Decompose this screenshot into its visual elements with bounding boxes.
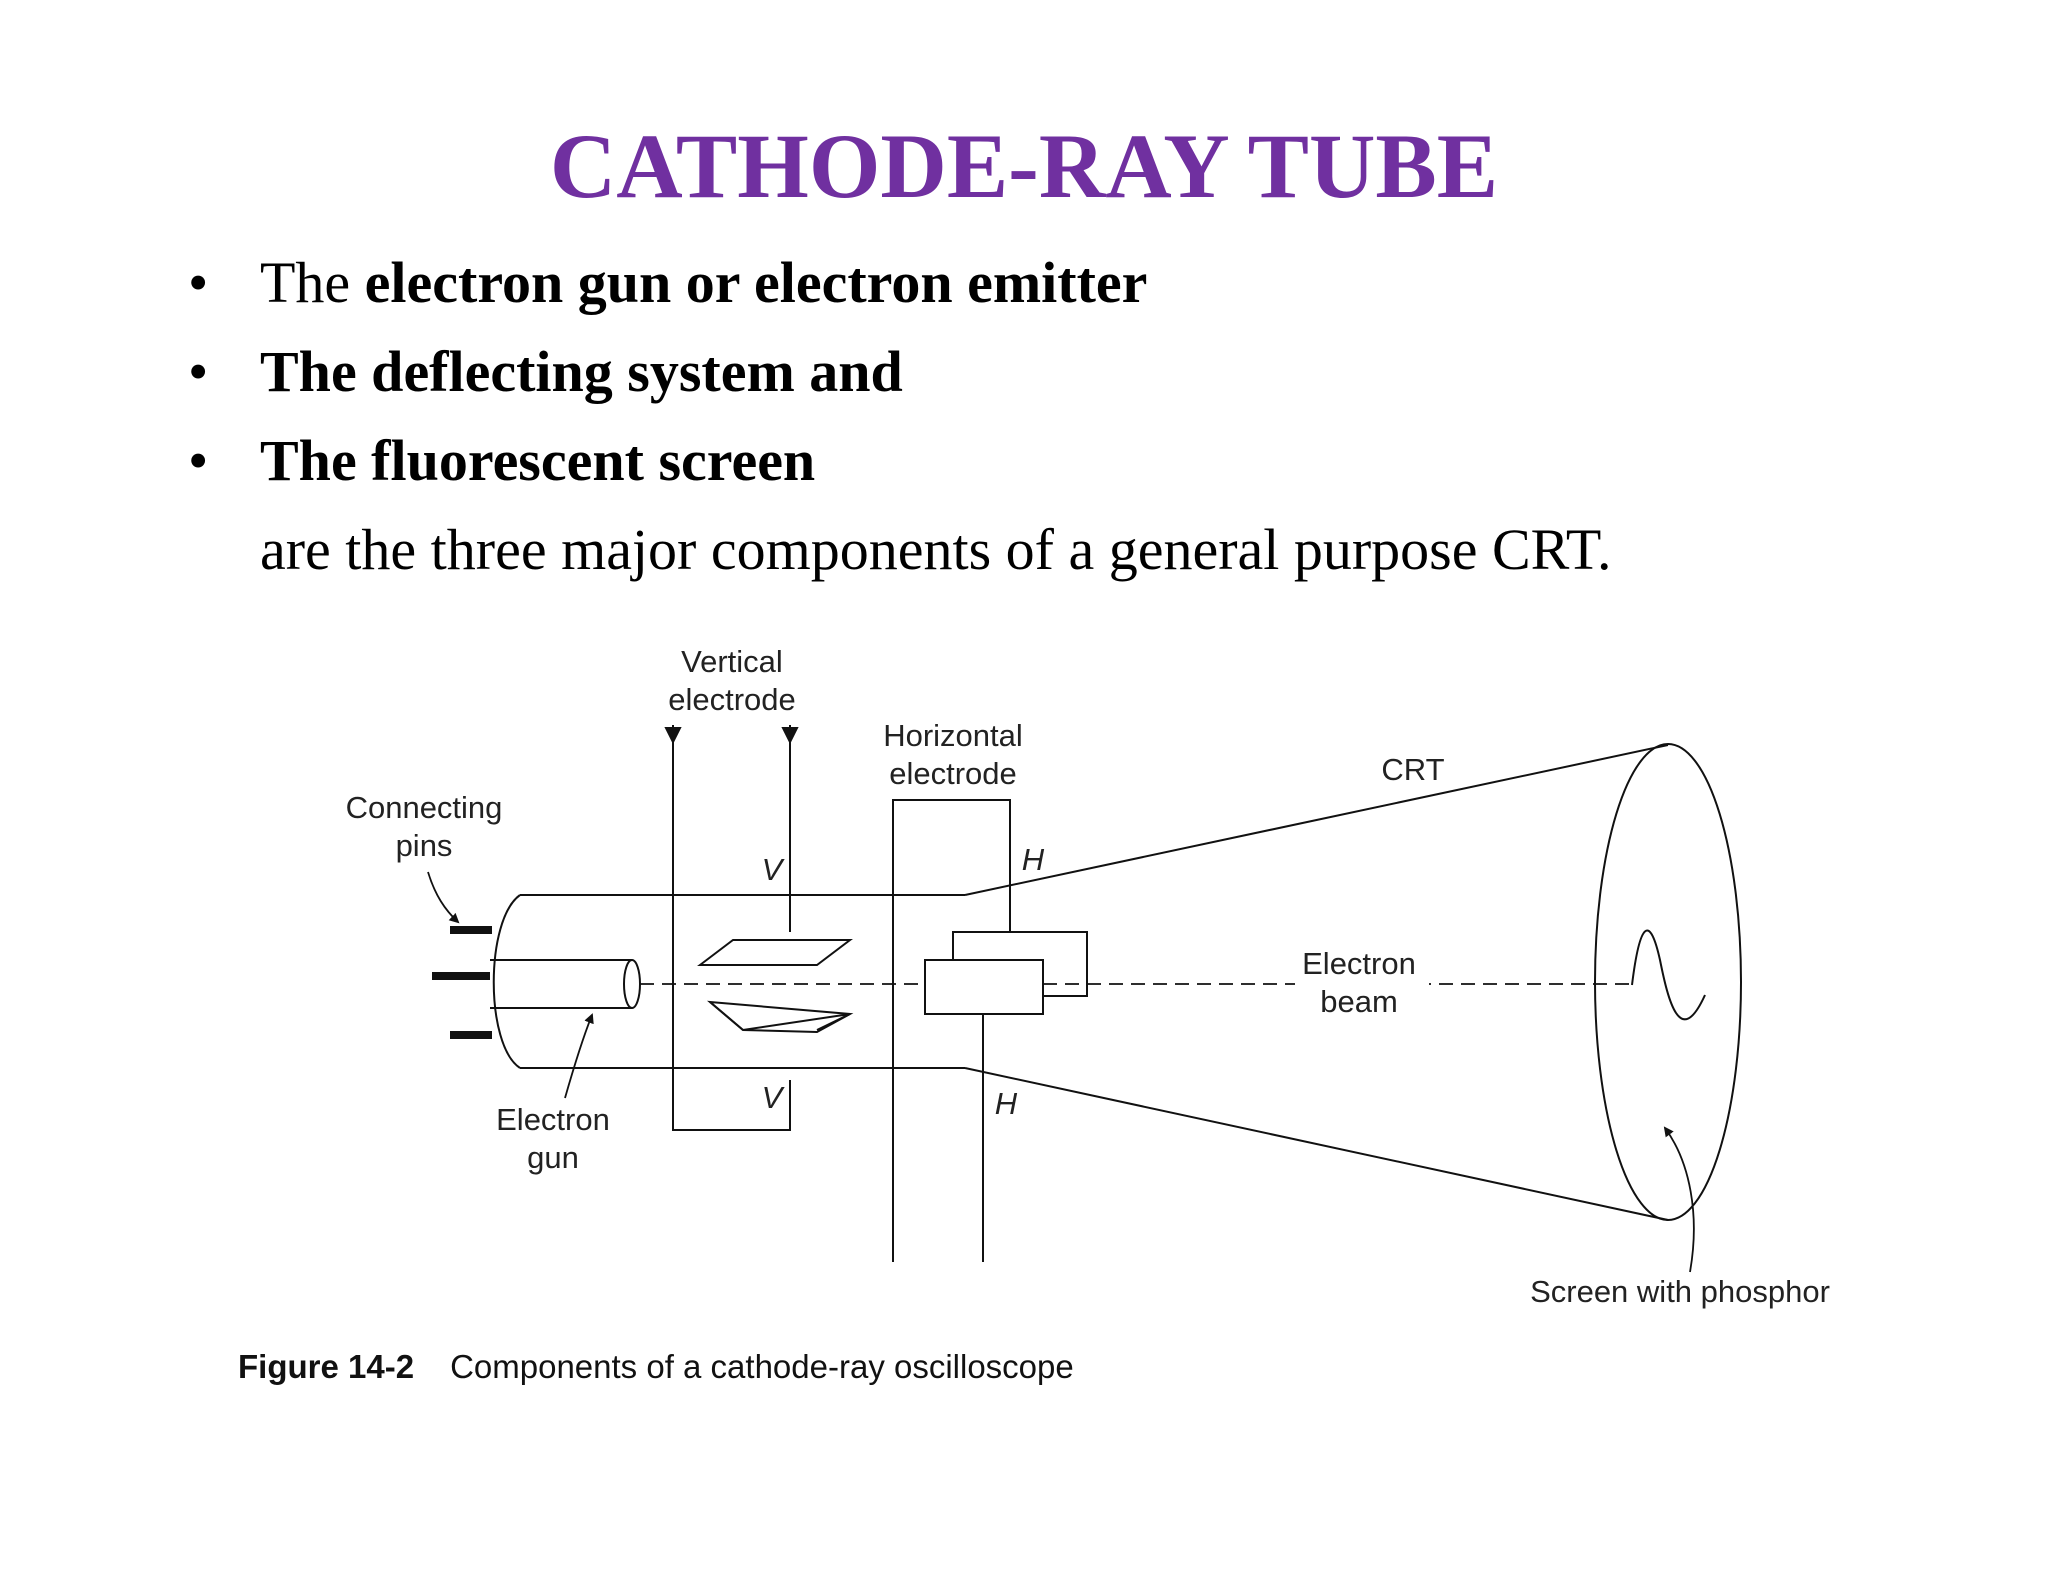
horizontal-plate-front [924,959,1044,1015]
connecting-pins-arrow [427,871,460,924]
electron-gun-arrow [564,1013,594,1099]
slide-title: CATHODE-RAY TUBE [549,115,1499,217]
vertical-electrode-terminal-right [781,727,799,745]
phosphor-screen [1594,743,1742,1221]
vertical-plate-top [697,939,853,966]
bullet-bold-text: The fluorescent screen [260,428,816,493]
bullet-plain-text: The [260,250,365,315]
electron-gun-label-line2: gun [527,1140,579,1175]
phosphor-screen-label: Screen with phosphor [1530,1274,1830,1309]
bullet-marker: • [188,428,209,493]
electron-gun-label-line1: Electron [496,1102,610,1137]
bullet-bold-text: The deflecting system and [260,339,903,404]
horizontal-electrode-label-line1: Horizontal [883,718,1023,753]
horizontal-voltage-bottom-label: H [995,1086,1018,1121]
funnel-bottom [964,1067,1669,1221]
figure-caption: Figure 14-2 Components of a cathode-ray o… [238,1348,1074,1386]
figure-caption-text: Components of a cathode-ray oscilloscope [450,1348,1074,1385]
bullet-item-deflecting-system: • The deflecting system and [180,327,1980,416]
vertical-electrode-terminal-left [664,727,682,745]
bullet-item-electron-gun: • The electron gun or electron emitter [180,238,1980,327]
horizontal-electrode-label-line2: electrode [889,756,1017,791]
crt-diagram: Vertical electrode Horizontal electrode … [0,600,2048,1420]
bullet-bold-text: electron gun or electron emitter [364,250,1148,315]
electron-gun-end [623,959,641,1009]
crt-diagram-svg: Vertical electrode Horizontal electrode … [346,644,1830,1309]
electron-gun-body [490,959,632,1009]
crt-label: CRT [1381,752,1444,787]
electron-beam-label-line1: Electron [1302,946,1416,981]
vertical-electrode-wire-left [672,725,791,1131]
bullet-item-fluorescent-screen: • The fluorescent screen [180,416,1980,505]
tube-base [492,894,521,1069]
horizontal-voltage-top-label: H [1022,842,1045,877]
electron-beam-label-line2: beam [1320,984,1398,1019]
screen-waveform [1631,929,1706,1021]
vertical-electrode-label-line1: Vertical [681,644,783,679]
bullet-marker: • [188,339,209,404]
vertical-voltage-bottom-label: V [762,1080,786,1115]
vertical-voltage-top-label: V [762,852,786,887]
screen-arrow [1663,1126,1695,1273]
continuation-text: are the three major components of a gene… [260,517,1612,582]
bullet-marker: • [188,250,209,315]
component-list: • The electron gun or electron emitter • T… [180,238,1980,594]
funnel-top [964,744,1669,896]
vertical-plate-bottom-shape [706,1000,854,1034]
vertical-electrode-label-line2: electrode [668,682,796,717]
horizontal-electrode-wire-left [892,799,1011,1262]
connecting-pins-label-line2: pins [396,828,453,863]
connecting-pins-label-line1: Connecting [346,790,503,825]
figure-number: Figure 14-2 [238,1348,415,1385]
